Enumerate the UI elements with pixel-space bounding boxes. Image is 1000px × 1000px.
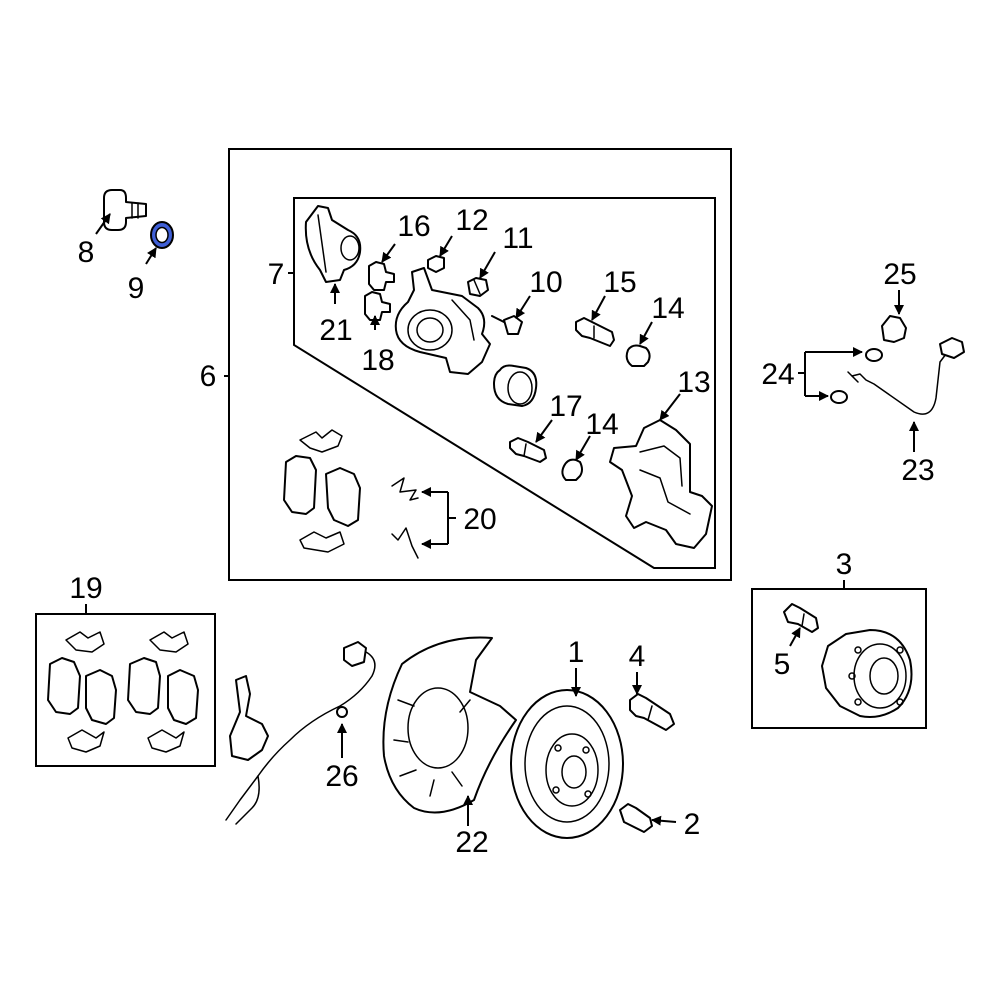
leader-lines — [85, 213, 919, 826]
callout-2: 2 — [684, 808, 701, 841]
carrier-bracket-part-13[interactable] — [609, 419, 713, 549]
bleeder-part-10[interactable] — [491, 315, 523, 335]
callout-25: 25 — [883, 258, 916, 291]
callout-4: 4 — [629, 640, 646, 673]
callout-23: 23 — [901, 454, 934, 487]
washers-part-24[interactable] — [830, 348, 883, 404]
callout-10: 10 — [529, 266, 562, 299]
brake-rotor-part-1[interactable] — [510, 689, 624, 839]
cap-part-12[interactable] — [427, 255, 445, 273]
caliper-subassembly-box — [293, 197, 716, 569]
pad-kit-box — [35, 613, 216, 767]
callout-24: 24 — [761, 358, 794, 391]
bleeder-screw-part-11[interactable] — [467, 277, 489, 297]
piston[interactable] — [493, 364, 538, 407]
callout-13: 13 — [677, 366, 710, 399]
boot-part-14-upper[interactable] — [625, 344, 651, 367]
abs-sensor-part-26[interactable] — [225, 641, 376, 825]
callout-17: 17 — [549, 390, 582, 423]
guide-pin-part-17[interactable] — [509, 437, 547, 463]
callout-14-upper: 14 — [651, 292, 684, 325]
bolt-part-4[interactable] — [629, 693, 675, 731]
screw-part-2[interactable] — [619, 803, 653, 833]
callout-8: 8 — [78, 236, 95, 269]
callout-7: 7 — [268, 258, 285, 291]
callout-20: 20 — [463, 503, 496, 536]
pad-kit-part-19[interactable] — [47, 631, 199, 753]
callout-18: 18 — [361, 344, 394, 377]
bolt-part-18[interactable] — [364, 291, 391, 321]
callout-9: 9 — [128, 272, 145, 305]
callout-22: 22 — [455, 826, 488, 859]
banjo-bolt-part-25[interactable] — [881, 315, 907, 343]
callout-5: 5 — [774, 648, 791, 681]
callout-21: 21 — [319, 314, 352, 347]
callout-16: 16 — [397, 210, 430, 243]
callout-labels: 1 2 3 4 5 6 7 8 9 10 11 12 13 14 14 15 1… — [69, 204, 934, 859]
callout-26: 26 — [325, 760, 358, 793]
callout-11: 11 — [502, 222, 533, 255]
hub-assembly-box — [751, 588, 927, 729]
guide-bolt-part-8[interactable] — [103, 189, 147, 231]
callout-12: 12 — [455, 204, 488, 237]
callout-3: 3 — [836, 548, 853, 581]
spring-clips-part-20[interactable] — [391, 477, 419, 559]
caliper-body[interactable] — [394, 267, 491, 375]
pad-set-upper[interactable] — [283, 429, 361, 553]
callout-14-lower: 14 — [585, 408, 618, 441]
wheel-stud-part-5[interactable] — [783, 603, 819, 633]
boot-part-14-lower[interactable] — [561, 458, 583, 481]
caliper-assembly-box — [228, 148, 732, 581]
callout-6: 6 — [200, 360, 217, 393]
bolt-part-16[interactable] — [368, 261, 395, 291]
callout-15: 15 — [603, 266, 636, 299]
bracket-part-21[interactable] — [304, 205, 362, 283]
brake-hose-part-23[interactable] — [847, 337, 965, 415]
callout-1: 1 — [568, 636, 585, 669]
dust-shield-part-22[interactable] — [382, 636, 517, 814]
guide-pin-part-15[interactable] — [575, 317, 615, 347]
seal-ring-part-9[interactable] — [150, 221, 174, 249]
callout-19: 19 — [69, 572, 102, 605]
hub-bearing[interactable] — [821, 629, 913, 718]
